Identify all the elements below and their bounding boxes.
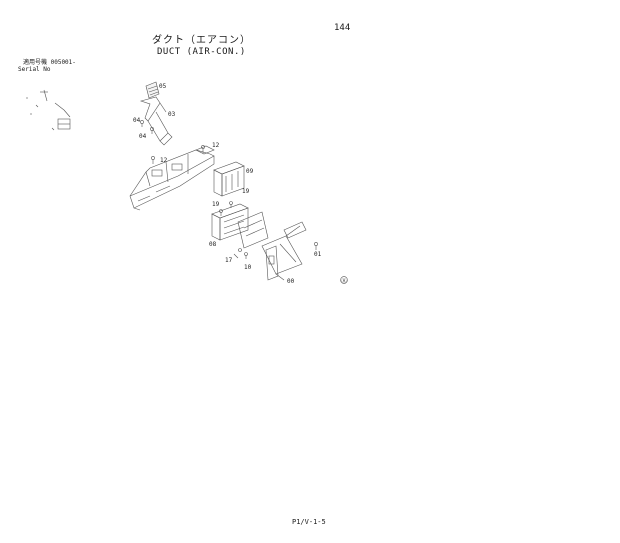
fasteners-17-10 xyxy=(233,248,248,259)
callout-10: 10 xyxy=(244,264,252,271)
page-number: 144 xyxy=(334,23,351,33)
machine-overview-sketch xyxy=(26,89,71,131)
callout-01: 01 xyxy=(314,251,322,258)
callout-labels: 05 03 04 04 12 12 09 19 19 08 17 10 00 0… xyxy=(133,83,347,285)
part-05-vent xyxy=(145,81,160,99)
footer-page-code: P1/V-1-5 xyxy=(292,518,326,526)
main-duct-assembly xyxy=(129,145,215,211)
callout-19a: 19 xyxy=(242,188,250,195)
serial-no-label: Serial No xyxy=(18,66,51,73)
title-english: DUCT (AIR-CON.) xyxy=(157,47,246,57)
callout-05: 05 xyxy=(159,83,167,90)
callout-04b: 04 xyxy=(139,133,147,140)
part-09-grille-box xyxy=(213,161,245,197)
reference-mark-circle xyxy=(340,276,348,284)
callout-00: 00 xyxy=(287,278,295,285)
callout-09: 09 xyxy=(246,168,254,175)
callout-12b: 12 xyxy=(212,142,220,149)
callout-17: 17 xyxy=(225,257,233,264)
serial-applicable-label: 適用号機 005001- xyxy=(23,59,76,66)
filter-plate xyxy=(237,211,269,249)
callout-03: 03 xyxy=(168,111,176,118)
part-00-cover-panel xyxy=(261,221,307,281)
callout-04a: 04 xyxy=(133,117,141,124)
bolts-04 xyxy=(140,120,154,134)
title-japanese: ダクト（エアコン） xyxy=(152,35,251,46)
part-03-upper-duct xyxy=(139,96,173,146)
callout-12a: 12 xyxy=(160,157,168,164)
reference-mark-label: Ⓐ xyxy=(342,278,347,285)
callout-08: 08 xyxy=(209,241,217,248)
bolt-01 xyxy=(314,242,318,250)
part-08-filter-case xyxy=(211,203,249,241)
callout-19b: 19 xyxy=(212,201,220,208)
